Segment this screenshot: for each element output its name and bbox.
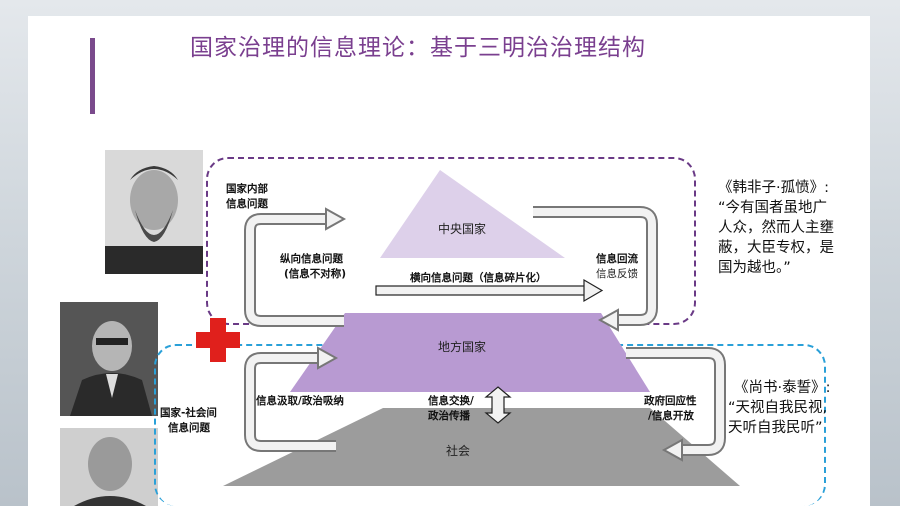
feedback-loop-arrowhead [597, 308, 619, 332]
quote-shangshu-line-1: “天视自我民视, [728, 400, 828, 416]
label-exchange-2: 政治传播 [428, 410, 470, 422]
label-state-society-1: 国家-社会间 [160, 407, 217, 419]
label-return-2: 信息反馈 [596, 268, 638, 280]
quote-hanfeizi-line-4: 国为越也。” [718, 260, 791, 276]
sandwich-governance-diagram [196, 170, 740, 486]
label-response-2: /信息开放 [648, 410, 694, 422]
label-vertical-2: (信息不对称) [284, 268, 347, 280]
quote-shangshu-line-2: 天听自我民听” [728, 420, 823, 436]
label-vertical-1: 纵向信息问题 [280, 253, 343, 265]
label-internal-2: 信息问题 [226, 198, 268, 210]
quote-hanfeizi-line-2: 人众，然而人主壅 [718, 220, 834, 236]
label-return-1: 信息回流 [596, 253, 638, 265]
label-horizontal: 横向信息问题（信息碎片化） [410, 272, 547, 284]
horizontal-info-arrow [375, 285, 587, 296]
quote-hanfeizi-line-3: 蔽，大臣专权，是 [718, 240, 834, 256]
central-state-label: 中央国家 [438, 222, 487, 236]
title-accent-bar [90, 38, 95, 114]
society-label: 社会 [446, 444, 471, 458]
slide: 国家治理的信息理论：基于三明治治理结构 [28, 16, 870, 506]
quote-shangshu-title: 《尚书·泰誓》: [734, 380, 831, 396]
portrait-photo-3 [60, 428, 158, 506]
label-internal-1: 国家内部 [226, 183, 268, 195]
local-state-label: 地方国家 [438, 340, 487, 354]
vertical-loop-arrowhead [325, 207, 347, 231]
slide-title: 国家治理的信息理论：基于三明治治理结构 [190, 35, 646, 61]
label-absorb: 信息汲取/政治吸纳 [256, 395, 344, 407]
label-response-1: 政府回应性 [644, 395, 697, 407]
local-state-layer [290, 313, 650, 392]
red-cross-icon [196, 318, 240, 362]
absorb-loop-arrowhead [317, 346, 339, 370]
quote-hanfeizi-line-1: “今有国者虽地广 [718, 200, 828, 216]
exchange-double-arrow [484, 386, 512, 424]
response-loop-arrowhead [661, 438, 683, 462]
label-state-society-2: 信息问题 [168, 422, 210, 434]
society-layer [223, 408, 740, 486]
portrait-photo-2 [60, 302, 158, 416]
portrait-photo-1 [105, 150, 203, 274]
label-exchange-1: 信息交换/ [428, 395, 474, 407]
central-state-layer [380, 170, 565, 258]
quote-hanfeizi-title: 《韩非子·孤愤》: [718, 180, 829, 196]
